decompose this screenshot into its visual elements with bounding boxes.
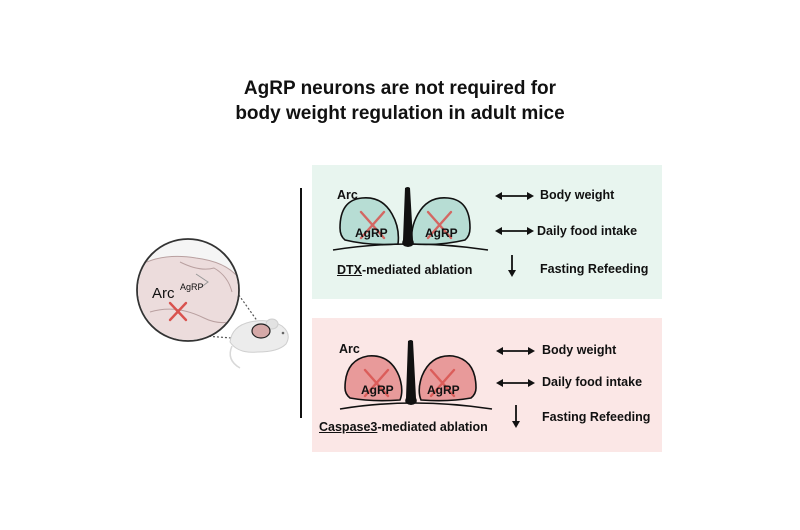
cross-mark-icon [359, 210, 386, 240]
caspase3-neuron-label-right: AgRP [427, 383, 460, 397]
magnifier-line-top [203, 245, 259, 323]
base-line [332, 243, 489, 251]
dtx-outcome-body-weight: Body weight [540, 188, 615, 202]
cross-mark-icon [426, 210, 453, 240]
magnifier-icon [136, 238, 240, 342]
dtx-outcome-food-intake: Daily food intake [537, 224, 638, 238]
dtx-outcome-refeeding: Fasting Refeeding [540, 262, 649, 276]
cross-mark-icon [429, 368, 456, 398]
dtx-method-agent: DTX [337, 263, 362, 277]
brain-highlight-icon [251, 323, 271, 339]
inset-arc-label: Arc [152, 285, 175, 302]
dtx-method-rest: -mediated ablation [362, 263, 473, 277]
bidirectional-arrow-icon [495, 192, 534, 200]
caspase3-outcome-body-weight: Body weight [542, 343, 617, 357]
title-line-1: AgRP neurons are not required for [243, 78, 557, 99]
dtx-region-label: Arc [337, 188, 358, 202]
mouse-icon [229, 318, 289, 369]
third-ventricle [402, 187, 414, 247]
inset-superscript: AgRP [180, 282, 204, 292]
figure-title: AgRP neurons are not required for body w… [0, 76, 800, 126]
title-line-2: body weight regulation in adult mice [235, 103, 565, 124]
caspase3-neuron-label-left: AgRP [361, 383, 394, 397]
dtx-neuron-label-left: AgRP [355, 226, 388, 240]
caspase3-method-agent: Caspase3 [319, 420, 378, 434]
vertical-divider [300, 188, 302, 418]
caspase3-outcome-food-intake: Daily food intake [542, 375, 643, 389]
bidirectional-arrow-icon [496, 379, 535, 387]
down-arrow-icon [508, 255, 516, 277]
base-line [339, 402, 493, 410]
cross-mark-icon [168, 301, 188, 322]
bidirectional-arrow-icon [495, 227, 534, 235]
third-ventricle [405, 340, 417, 405]
dtx-neuron-label-right: AgRP [425, 226, 458, 240]
dtx-method-label: DTX-mediated ablation [337, 263, 472, 277]
caspase3-method-rest: -mediated ablation [377, 420, 488, 434]
caspase3-method-label: Caspase3-mediated ablation [319, 420, 488, 434]
caspase3-outcome-refeeding: Fasting Refeeding [542, 410, 651, 424]
cross-mark-icon [363, 368, 390, 398]
bidirectional-arrow-icon [496, 347, 535, 355]
caspase3-region-label: Arc [339, 342, 360, 356]
down-arrow-icon [512, 405, 520, 428]
